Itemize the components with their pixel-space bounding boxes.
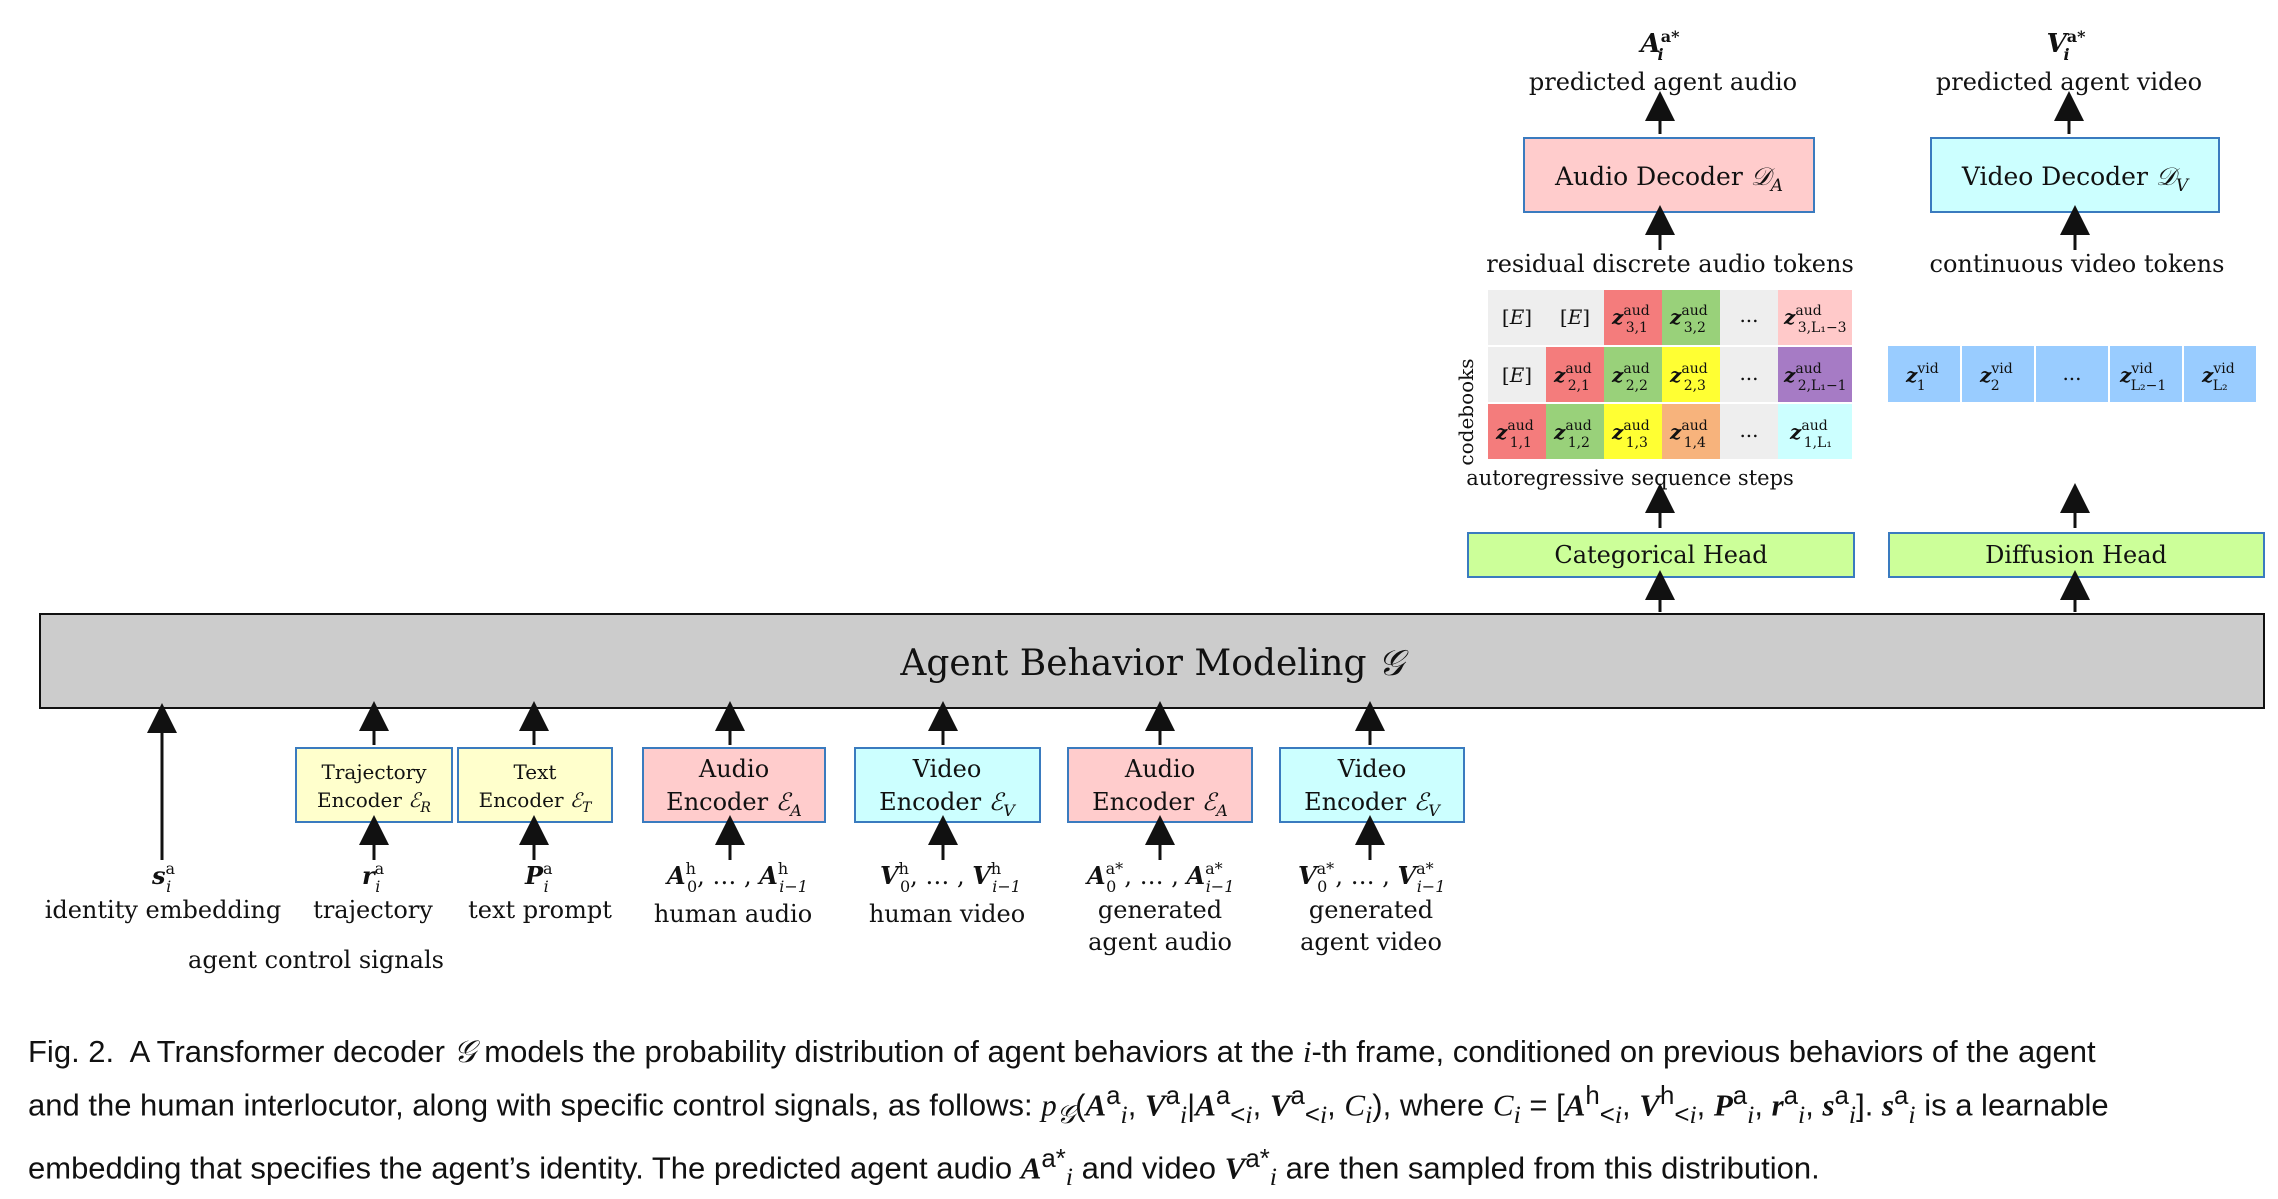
figure-caption: Fig. 2. A Transformer decoder 𝒢 models t… bbox=[28, 1030, 2258, 1199]
token-cell bbox=[1662, 404, 1720, 459]
agent-video-encoder-box bbox=[1279, 747, 1465, 823]
output-video-label: predicted agent video bbox=[1936, 68, 2202, 96]
token-label: [E] bbox=[1560, 305, 1590, 329]
human-video-encoder-box bbox=[854, 747, 1041, 823]
token-cell bbox=[1662, 347, 1720, 402]
input-label: human video bbox=[869, 900, 1025, 928]
token-cell bbox=[1488, 290, 1546, 345]
token-cell bbox=[1778, 290, 1852, 345]
token-cell bbox=[1546, 404, 1604, 459]
token-cell bbox=[1546, 290, 1604, 345]
caption-line-1: Fig. 2. A Transformer decoder 𝒢 models t… bbox=[28, 1034, 2096, 1069]
video-token-cell bbox=[2184, 346, 2256, 402]
encoder-line2: Encoder ℰA bbox=[666, 788, 802, 820]
video-token-cell bbox=[1962, 346, 2034, 402]
encoder-line2: Encoder ℰA bbox=[1092, 788, 1228, 820]
input-label: identity embedding bbox=[45, 896, 282, 924]
control-signals-label: agent control signals bbox=[188, 946, 444, 974]
input-symbol-agent-audio: Aa*0, … , Aa*i−1 bbox=[1085, 859, 1234, 896]
steps-label: autoregressive sequence steps bbox=[1466, 466, 1794, 490]
encoder-line1: Video bbox=[912, 755, 982, 783]
token-ellipsis: ... bbox=[1739, 361, 1758, 385]
input-label: trajectory bbox=[313, 896, 433, 924]
token-label: [E] bbox=[1502, 363, 1532, 387]
token-label: [E] bbox=[1502, 305, 1532, 329]
caption-line-3: embedding that specifies the agent’s ide… bbox=[28, 1144, 1820, 1192]
input-label: human audio bbox=[654, 900, 812, 928]
token-cell bbox=[1720, 290, 1778, 345]
input-label: generated bbox=[1098, 896, 1222, 924]
video-token-ellipsis: ... bbox=[2062, 361, 2081, 385]
input-label: text prompt bbox=[468, 896, 612, 924]
token-cell bbox=[1604, 404, 1662, 459]
token-cell bbox=[1604, 290, 1662, 345]
token-cell bbox=[1662, 290, 1720, 345]
trajectory-encoder-box bbox=[295, 747, 453, 823]
encoder-line1: Audio bbox=[698, 755, 769, 783]
human-audio-encoder-box bbox=[642, 747, 826, 823]
output-audio-label: predicted agent audio bbox=[1529, 68, 1797, 96]
video-token-cell bbox=[1888, 346, 1960, 402]
input-label: agent audio bbox=[1088, 928, 1232, 956]
encoder-line2: Encoder ℰV bbox=[1304, 788, 1441, 820]
token-cell bbox=[1778, 347, 1852, 402]
video-decoder-box bbox=[1930, 137, 2220, 213]
input-symbol-agent-video: Va*0, … , Va*i−1 bbox=[1298, 859, 1445, 896]
agent-behavior-model-box bbox=[39, 613, 2265, 709]
text-encoder-box bbox=[457, 747, 613, 823]
token-ellipsis: ... bbox=[1739, 418, 1758, 442]
token-cell bbox=[1488, 404, 1546, 459]
token-cell bbox=[1604, 347, 1662, 402]
categorical-head-label: Categorical Head bbox=[1554, 541, 1767, 569]
diffusion-head-label: Diffusion Head bbox=[1985, 541, 2167, 569]
video-token-cell bbox=[2036, 346, 2108, 402]
encoder-line2: Encoder ℰV bbox=[879, 788, 1016, 820]
codebooks-label: codebooks bbox=[1454, 358, 1478, 465]
audio-decoder-box bbox=[1523, 137, 1815, 213]
caption-line-2: and the human interlocutor, along with s… bbox=[28, 1082, 2109, 1129]
encoder-line1: Text bbox=[514, 760, 557, 784]
input-label: agent video bbox=[1300, 928, 1442, 956]
token-cell bbox=[1546, 347, 1604, 402]
token-cell bbox=[1488, 347, 1546, 402]
video-tokens-title: continuous video tokens bbox=[1930, 250, 2225, 278]
token-cell bbox=[1720, 404, 1778, 459]
encoder-line1: Video bbox=[1337, 755, 1407, 783]
encoder-line1: Trajectory bbox=[322, 760, 428, 784]
agent-behavior-model-label: Agent Behavior Modeling 𝒢 bbox=[899, 643, 1409, 684]
token-ellipsis: ... bbox=[1739, 303, 1758, 327]
video-decoder-label: Video Decoder 𝒟V bbox=[1961, 162, 2190, 196]
output-video-symbol: Va*i bbox=[2047, 27, 2087, 64]
audio-tokens-title: residual discrete audio tokens bbox=[1486, 250, 1854, 278]
architecture-diagram: Aa*i predicted agent audio Va*i predicte… bbox=[39, 27, 2265, 974]
encoder-line2: Encoder ℰR bbox=[317, 788, 431, 816]
audio-decoder-label: Audio Decoder 𝒟A bbox=[1554, 162, 1783, 196]
encoder-line2: Encoder ℰT bbox=[479, 788, 593, 816]
token-cell bbox=[1778, 404, 1852, 459]
video-token-cell bbox=[2110, 346, 2182, 402]
token-cell bbox=[1720, 347, 1778, 402]
encoder-line1: Audio bbox=[1124, 755, 1195, 783]
input-label: generated bbox=[1309, 896, 1433, 924]
output-audio-symbol: Aa*i bbox=[1638, 27, 1681, 64]
